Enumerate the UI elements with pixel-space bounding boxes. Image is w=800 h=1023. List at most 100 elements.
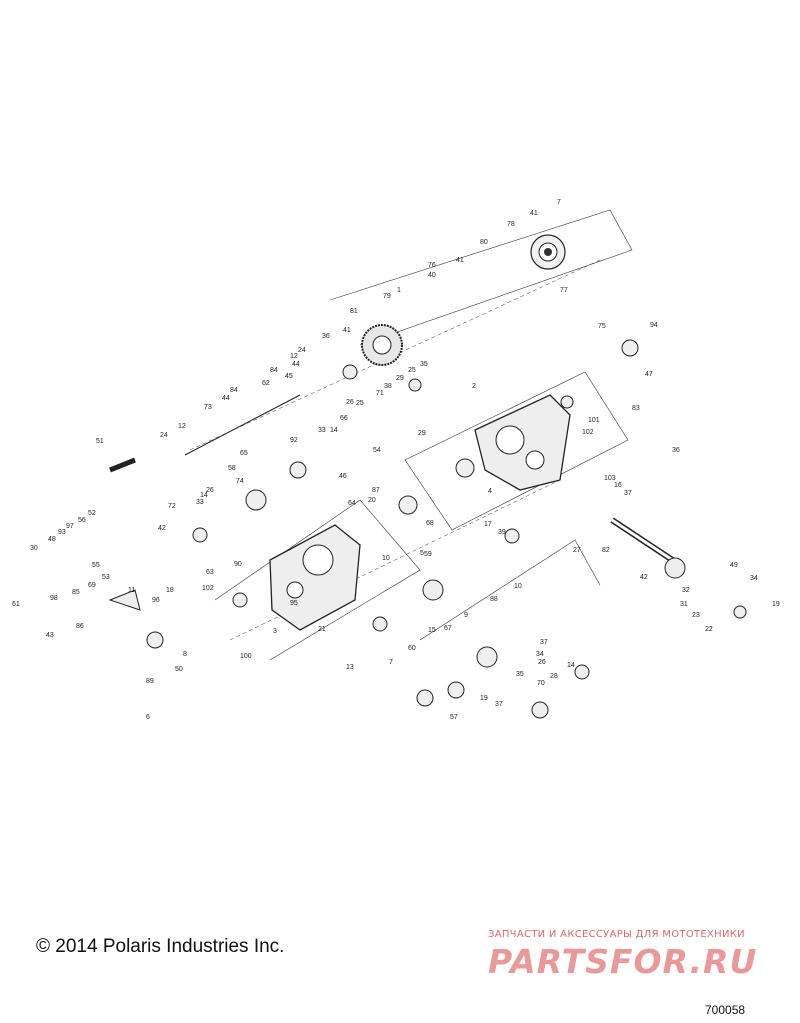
watermark-logo: PARTSFOR.RU	[488, 942, 758, 981]
callout-82: 82	[602, 547, 610, 554]
callout-102: 102	[202, 585, 214, 592]
callout-39: 39	[498, 529, 506, 536]
callout-85: 85	[72, 589, 80, 596]
callout-11: 11	[128, 587, 135, 594]
callout-94: 94	[650, 322, 658, 329]
callout-67: 67	[444, 625, 452, 632]
callout-97: 97	[66, 523, 74, 530]
callout-66: 66	[340, 415, 348, 422]
callout-20: 20	[368, 497, 376, 504]
callout-7: 7	[389, 659, 393, 666]
callout-13: 13	[346, 664, 354, 671]
copyright-notice: © 2014 Polaris Industries Inc.	[36, 936, 285, 957]
callout-79: 79	[383, 293, 391, 300]
callout-90: 90	[234, 561, 242, 568]
callout-4: 4	[488, 488, 492, 495]
callout-12: 12	[178, 423, 186, 430]
watermark-tagline: ЗАПЧАСТИ И АКСЕССУАРЫ ДЛЯ МОТОТЕХНИКИ	[488, 929, 745, 940]
callout-46: 46	[339, 473, 347, 480]
gear-part	[398, 495, 418, 515]
callout-102: 102	[582, 429, 594, 436]
callout-45: 45	[285, 373, 293, 380]
gear-part	[192, 527, 208, 543]
callout-1: 1	[397, 287, 401, 294]
callout-30: 30	[30, 545, 38, 552]
callout-84: 84	[270, 367, 278, 374]
gear-part	[476, 646, 498, 668]
shift-shaft-part	[109, 457, 136, 473]
callout-49: 49	[730, 562, 738, 569]
callout-23: 23	[692, 612, 700, 619]
callout-14: 14	[200, 492, 208, 499]
callout-34: 34	[750, 575, 758, 582]
rear-case-part	[474, 394, 571, 491]
callout-89: 89	[146, 678, 154, 685]
callout-26: 26	[538, 659, 546, 666]
callout-26: 26	[346, 399, 354, 406]
callout-29: 29	[396, 375, 404, 382]
callout-37: 37	[495, 701, 503, 708]
callout-71: 71	[376, 390, 384, 397]
callout-98: 98	[50, 595, 58, 602]
gear-part	[531, 701, 549, 719]
callout-73: 73	[204, 404, 212, 411]
gear-part	[245, 489, 267, 511]
callout-65: 65	[240, 450, 248, 457]
callout-63: 63	[206, 569, 214, 576]
callout-69: 69	[88, 582, 96, 589]
ring-gear-part	[361, 324, 403, 366]
callout-31: 31	[680, 601, 688, 608]
callout-72: 72	[168, 503, 176, 510]
callout-93: 93	[58, 529, 66, 536]
callout-32: 32	[682, 587, 690, 594]
callout-34: 34	[536, 651, 544, 658]
gear-part	[342, 364, 358, 380]
gear-part	[289, 461, 307, 479]
callout-8: 8	[183, 651, 187, 658]
callout-9: 9	[464, 612, 468, 619]
gear-part	[574, 664, 590, 680]
callout-54: 54	[373, 447, 381, 454]
callout-22: 22	[705, 626, 713, 633]
callout-38: 38	[384, 383, 392, 390]
callout-36: 36	[322, 333, 330, 340]
callout-3: 3	[273, 628, 277, 635]
output-shaft-part	[610, 517, 686, 579]
callout-21: 21	[318, 626, 326, 633]
callout-10: 10	[514, 583, 522, 590]
callout-86: 86	[76, 623, 84, 630]
callout-25: 25	[356, 400, 364, 407]
callout-25: 25	[408, 367, 416, 374]
callout-29: 29	[418, 430, 426, 437]
callout-53: 53	[102, 574, 110, 581]
callout-14: 14	[567, 662, 575, 669]
gear-part	[621, 339, 639, 357]
callout-41: 41	[530, 210, 538, 217]
callout-42: 42	[158, 525, 166, 532]
callout-36: 36	[672, 447, 680, 454]
gear-part	[416, 689, 434, 707]
callout-74: 74	[236, 478, 244, 485]
callout-57: 57	[450, 714, 458, 721]
callout-18: 18	[166, 587, 174, 594]
callout-35: 35	[516, 671, 524, 678]
callout-52: 52	[88, 510, 96, 517]
callout-16: 16	[614, 482, 622, 489]
callout-17: 17	[484, 521, 492, 528]
callout-19: 19	[480, 695, 488, 702]
callout-77: 77	[560, 287, 568, 294]
callout-81: 81	[350, 308, 358, 315]
callout-44: 44	[222, 395, 230, 402]
callout-100: 100	[240, 653, 252, 660]
callout-24: 24	[160, 432, 168, 439]
callout-27: 27	[573, 547, 581, 554]
gear-part	[733, 605, 747, 619]
callout-28: 28	[550, 673, 558, 680]
gear-part	[146, 631, 164, 649]
callout-59: 59	[424, 551, 432, 558]
gear-part	[447, 681, 465, 699]
callout-12: 12	[290, 353, 298, 360]
callout-41: 41	[343, 327, 351, 334]
